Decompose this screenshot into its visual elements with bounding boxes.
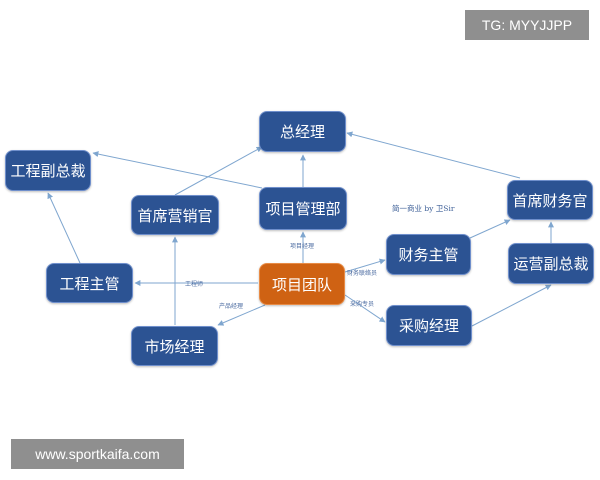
watermark-top: TG: MYYJJPP bbox=[465, 10, 589, 40]
watermark-bottom: www.sportkaifa.com bbox=[11, 439, 184, 469]
edge-engsup-engvp bbox=[47, 192, 81, 264]
edge-label-product-manager: 产品经理 bbox=[219, 303, 244, 310]
edge-fin-cfo bbox=[469, 219, 511, 239]
node-cmo: 首席营销官 bbox=[131, 195, 219, 235]
node-pm-dept: 项目管理部 bbox=[259, 187, 347, 230]
edge-team-fin bbox=[344, 258, 386, 273]
node-cfo: 首席财务官 bbox=[507, 180, 593, 220]
node-purchasing-manager: 采购经理 bbox=[386, 305, 472, 346]
edge-cmo-gm bbox=[174, 146, 263, 196]
node-eng-vp: 工程副总裁 bbox=[5, 150, 91, 191]
node-eng-supervisor: 工程主管 bbox=[46, 263, 133, 303]
node-ops-vp: 运营副总裁 bbox=[508, 243, 594, 284]
node-finance-supervisor: 财务主管 bbox=[386, 234, 471, 275]
author-note: 简一商业 by 卫Sir bbox=[392, 204, 455, 213]
edge-label-engineer: 工程师 bbox=[185, 281, 204, 288]
edge-pur-opsvp bbox=[471, 284, 552, 327]
node-marketing-manager: 市场经理 bbox=[131, 326, 218, 366]
edge-team-pur bbox=[344, 294, 386, 323]
edge-team-mkt bbox=[217, 304, 266, 326]
edge-cfo-gm bbox=[346, 131, 521, 179]
node-general-manager: 总经理 bbox=[259, 111, 346, 152]
edge-label-finance-contact: 财务联络员 bbox=[347, 270, 378, 277]
node-project-team: 项目团队 bbox=[259, 263, 345, 305]
edge-label-purchasing-specialist: 采购专员 bbox=[350, 301, 375, 308]
edge-label-pm: 项目经理 bbox=[290, 243, 315, 250]
edge-pmdept-engvp bbox=[92, 151, 263, 189]
